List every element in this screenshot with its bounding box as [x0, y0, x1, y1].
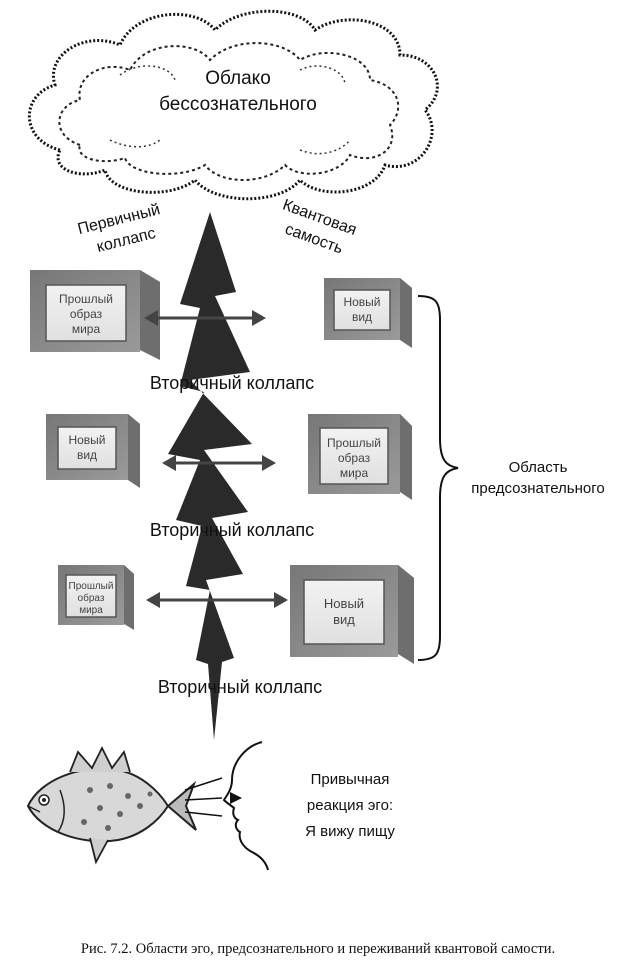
row3-right-line2: вид	[333, 612, 355, 627]
secondary-collapse-3: Вторичный коллапс	[158, 677, 322, 697]
cloud-outline-inner	[58, 42, 400, 181]
row2-right-line1: Прошлый	[327, 436, 381, 450]
row1-arrow	[144, 310, 266, 326]
row1-left-line3: мира	[72, 322, 101, 336]
row1-right-line1: Новый	[343, 295, 380, 309]
cloud-label-line2: бессознательного	[159, 94, 317, 115]
row1-left-line2: образ	[70, 307, 103, 321]
secondary-collapse-1: Вторичный коллапс	[150, 373, 314, 393]
row3-left-line2: образ	[78, 592, 105, 604]
row2-right-box: Прошлый образ мира	[308, 414, 412, 500]
row2-left-box: Новый вид	[46, 414, 140, 488]
preconscious-brace	[417, 295, 459, 661]
row3-left-line3: мира	[79, 605, 103, 616]
row2-left-line1: Новый	[68, 433, 105, 447]
quantum-self-label: Квантовая самость	[280, 197, 358, 258]
row1-left-line1: Прошлый	[59, 292, 113, 306]
ego-reaction-line2: реакция эго:	[307, 797, 393, 814]
row1-left-box: Прошлый образ мира	[30, 270, 160, 360]
row1-right-line2: вид	[352, 310, 372, 324]
secondary-collapse-2: Вторичный коллапс	[150, 520, 314, 540]
cloud-label-line1: Облако	[205, 68, 271, 89]
primary-collapse-label: Первичный коллапс	[76, 201, 162, 256]
row2-left-line2: вид	[77, 448, 97, 462]
row3-right-line1: Новый	[324, 596, 364, 611]
fish-icon	[26, 745, 197, 865]
eye-icon	[230, 792, 242, 804]
row2-arrow	[162, 455, 276, 471]
cloud-outline-outer	[27, 9, 439, 201]
ego-reaction-line3: Я вижу пищу	[305, 823, 395, 840]
lightning-bolt	[168, 212, 252, 740]
figure-caption: Рис. 7.2. Области эго, предсознательного…	[81, 941, 555, 957]
ego-reaction-line1: Привычная	[311, 771, 390, 788]
face-profile	[222, 741, 269, 871]
row3-right-box: Новый вид	[290, 565, 414, 664]
row3-left-line1: Прошлый	[69, 581, 114, 592]
row3-arrow	[146, 592, 288, 608]
row2-right-line2: образ	[338, 451, 371, 465]
row1-right-box: Новый вид	[324, 278, 412, 348]
cloud-texture	[109, 65, 351, 155]
cloud-of-unconscious: Облако бессознательного	[27, 9, 439, 201]
preconscious-line2: предсознательного	[471, 480, 604, 497]
row3-left-box: Прошлый образ мира	[58, 565, 134, 630]
sight-lines	[184, 777, 223, 817]
row2-right-line3: мира	[340, 466, 369, 480]
preconscious-line1: Область	[509, 459, 568, 476]
